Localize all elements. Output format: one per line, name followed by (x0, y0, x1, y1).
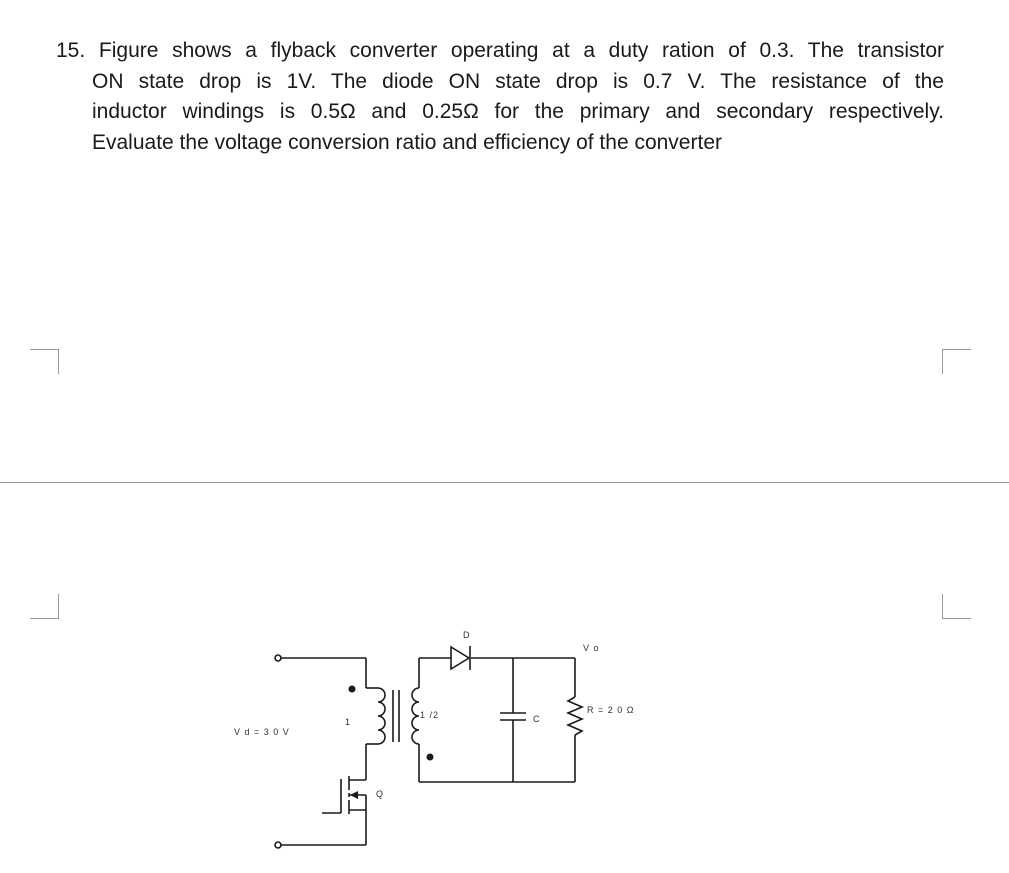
crop-mark-bottom-left (30, 594, 59, 619)
transistor-arrow-icon (350, 791, 358, 799)
transistor-label: Q (376, 789, 384, 799)
resistor-r (565, 658, 585, 782)
crop-mark-top-right (942, 349, 971, 374)
diode-d (450, 645, 471, 671)
capacitor-label: C (533, 714, 541, 724)
secondary-turns-label: 1 /2 (420, 710, 439, 720)
output-voltage-label: V o (583, 643, 600, 653)
source-voltage-label: V d = 3 0 V (234, 727, 290, 737)
question-line-1-text: Figure shows a flyback converter operati… (98, 39, 944, 62)
input-terminals (274, 654, 367, 849)
question-block: 15. Figure shows a flyback converter ope… (56, 36, 944, 158)
output-wiring (419, 657, 575, 783)
transformer-core (392, 690, 400, 742)
question-line-3: inductor windings is 0.5Ω and 0.25Ω for … (92, 100, 944, 123)
transistor-q (322, 776, 367, 845)
question-number: 15. (56, 39, 86, 62)
input-terminal-bottom (274, 841, 282, 849)
secondary-winding (411, 658, 434, 782)
resistor-label: R = 2 0 Ω (587, 705, 635, 715)
primary-winding (348, 685, 386, 780)
capacitor-c (500, 658, 526, 782)
crop-mark-top-left (30, 349, 59, 374)
page-break-line (0, 482, 1009, 483)
question-line-4: Evaluate the voltage conversion ratio an… (92, 130, 722, 154)
diode-icon (450, 645, 471, 671)
secondary-polarity-dot (426, 753, 434, 761)
primary-polarity-dot (348, 685, 356, 693)
question-line-1: 15. Figure shows a flyback converter ope… (56, 36, 944, 67)
primary-turns-label: 1 (345, 717, 351, 727)
circuit-labels: V d = 3 0 V 1 1 /2 D C V o R = 2 0 Ω Q (234, 630, 635, 799)
question-line-2: ON state drop is 1V. The diode ON state … (92, 69, 944, 93)
input-terminal-top (274, 654, 282, 662)
diode-label: D (463, 630, 471, 640)
resistor-zigzag-icon (565, 696, 585, 736)
crop-mark-bottom-right (942, 594, 971, 619)
